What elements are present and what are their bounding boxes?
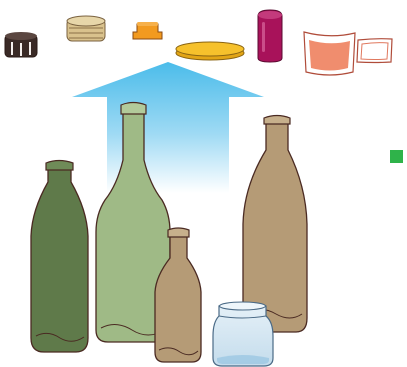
white-label-icon	[357, 39, 392, 63]
salmon-label-icon	[304, 32, 355, 75]
green-square-icon	[390, 150, 403, 163]
orange-cap-icon	[133, 22, 162, 39]
black-screw-cap-icon	[5, 32, 37, 57]
glass-jar-icon	[213, 302, 273, 366]
yellow-lid-icon	[176, 42, 244, 60]
tall-brown-bottle-icon	[243, 116, 307, 333]
up-arrow-icon	[72, 62, 264, 193]
dark-green-bottle-icon	[31, 161, 88, 353]
tan-screw-cap-icon	[67, 16, 105, 41]
magenta-foil-capsule-icon	[258, 10, 282, 62]
